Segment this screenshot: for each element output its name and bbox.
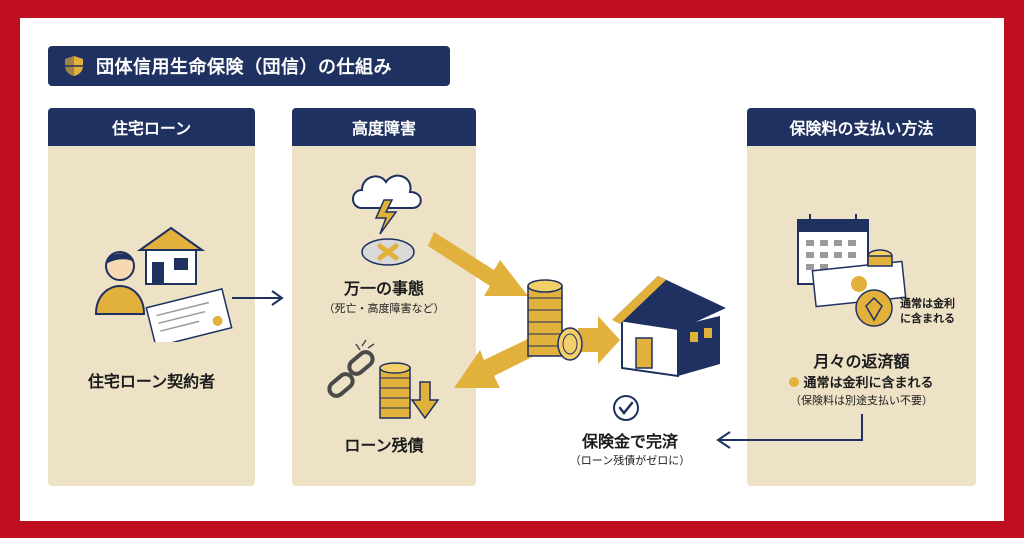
coin-icon xyxy=(855,249,893,327)
borrower-illustration xyxy=(94,226,233,342)
bullet-dot-icon xyxy=(789,377,800,387)
contract-document-icon xyxy=(145,288,233,342)
paid-house-icon xyxy=(612,276,726,378)
interest-note: 通常は金利 に含まれる xyxy=(900,297,955,325)
coin-pile-icon xyxy=(527,279,583,361)
event-label: 万一の事態 xyxy=(343,279,424,298)
debt-label: ローン残債 xyxy=(344,436,424,455)
monthly-note-text: 通常は金利に含まれる xyxy=(803,376,934,391)
event-sub-label: （死亡・高度障害など） xyxy=(323,302,445,315)
arrow-right-icon xyxy=(232,290,284,306)
payment-illustration xyxy=(797,214,907,327)
cross-badge-icon xyxy=(361,238,415,266)
panel-disability-header: 高度障害 xyxy=(292,108,476,146)
page-title-box: 団体信用生命保険（団信）の仕組み xyxy=(48,46,450,86)
panel-payment-header: 保険料の支払い方法 xyxy=(747,108,976,146)
monthly-sub-label: （保険料は別途支払い不要） xyxy=(790,394,933,407)
coin-stack-icon xyxy=(379,362,411,419)
broken-chain-icon xyxy=(327,339,375,398)
arrow-down-left-icon xyxy=(454,334,546,388)
storm-cloud-icon xyxy=(352,174,422,235)
arrow-down-right-icon xyxy=(428,232,528,296)
house-icon xyxy=(136,226,206,285)
flow-arrows xyxy=(428,232,620,388)
monthly-note: 通常は金利に含まれる xyxy=(747,372,976,391)
debt-illustration xyxy=(327,339,440,420)
center-label: 保険金で完済 xyxy=(581,432,678,451)
person-icon xyxy=(94,251,146,315)
monthly-label: 月々の返済額 xyxy=(813,352,910,371)
shield-icon xyxy=(65,56,83,76)
event-illustration xyxy=(352,174,422,266)
page-title: 団体信用生命保険（団信）の仕組み xyxy=(96,57,392,78)
down-arrow-icon xyxy=(410,381,440,420)
return-arrow-icon xyxy=(716,414,863,449)
check-circle-icon xyxy=(613,395,639,421)
panel-disability: 高度障害 xyxy=(292,108,476,486)
center-sub-label: （ローン残債がゼロに） xyxy=(569,454,691,467)
arrow-right-icon xyxy=(578,316,620,364)
loan-contractor-label: 住宅ローン契約者 xyxy=(87,372,216,391)
panel-loan-header: 住宅ローン xyxy=(48,108,255,146)
